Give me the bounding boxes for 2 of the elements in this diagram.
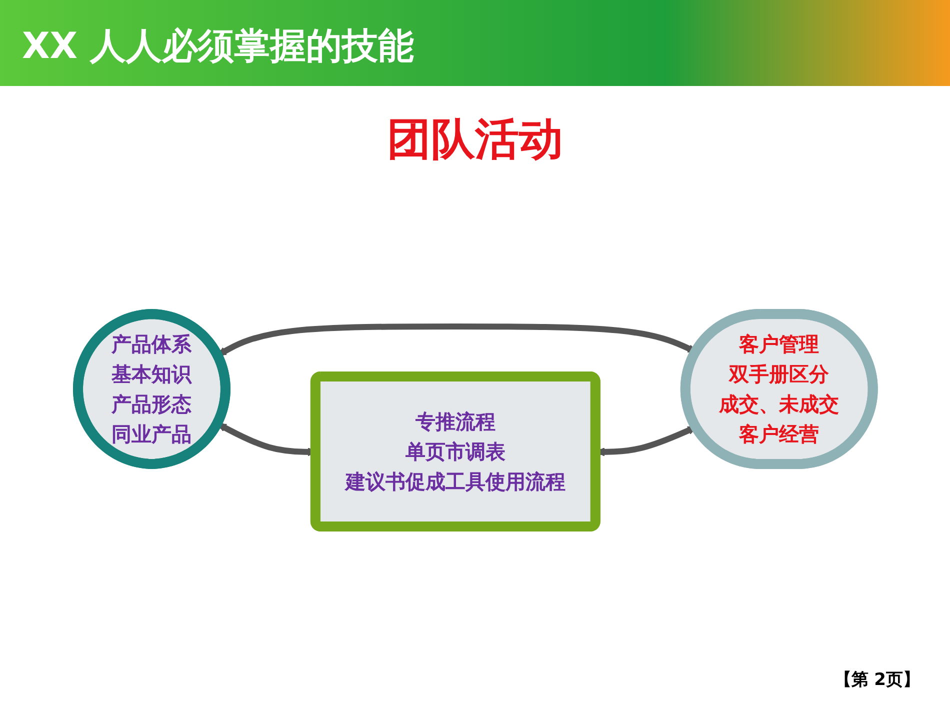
- page-number: 【第 2页】: [834, 669, 920, 691]
- slide-title: XX 人人必须掌握的技能: [22, 25, 414, 69]
